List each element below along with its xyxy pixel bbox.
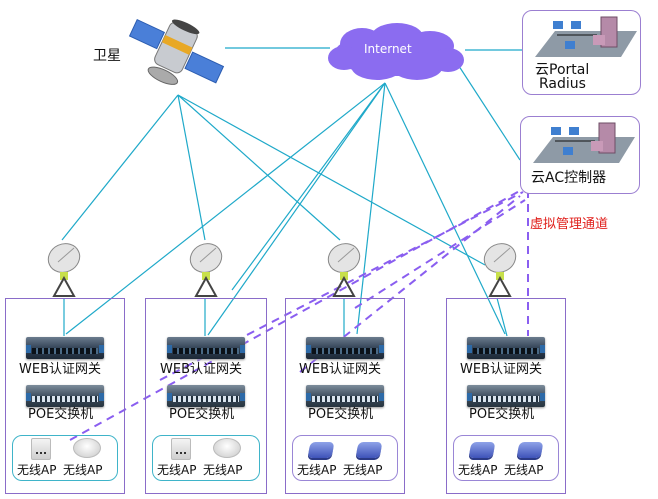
ap-group: 无线AP 无线AP bbox=[292, 435, 398, 481]
wireless-ap-label: 无线AP bbox=[297, 463, 337, 477]
poe-switch-icon bbox=[167, 385, 245, 407]
radius-label: Radius bbox=[539, 76, 586, 92]
wireless-ap-label: 无线AP bbox=[203, 463, 243, 477]
web-gateway-label: WEB认证网关 bbox=[460, 362, 542, 377]
poe-switch-label: POE交换机 bbox=[469, 407, 535, 422]
web-gateway-icon bbox=[467, 337, 545, 359]
network-lan-icon bbox=[533, 122, 635, 163]
internet-cloud: Internet bbox=[322, 22, 467, 84]
web-gateway-label: WEB认证网关 bbox=[160, 362, 242, 377]
link-sat-dish3 bbox=[177, 94, 341, 241]
link-internet-gw4 bbox=[384, 82, 506, 335]
web-gateway-label: WEB认证网关 bbox=[19, 362, 101, 377]
web-gateway-icon bbox=[306, 337, 384, 359]
ap-group: 无线AP 无线AP bbox=[152, 435, 260, 481]
wireless-ap-icon bbox=[468, 442, 496, 458]
web-gateway-icon bbox=[167, 337, 245, 359]
wireless-ap-label: 无线AP bbox=[504, 463, 544, 477]
virtual-link-4 bbox=[354, 199, 526, 309]
wireless-ap-icon bbox=[307, 442, 335, 458]
web-gateway-icon bbox=[26, 337, 104, 359]
satellite-dish-icon bbox=[44, 238, 84, 298]
wireless-ap-icon bbox=[171, 438, 191, 460]
cloud-icon bbox=[328, 23, 464, 80]
link-sat-dish4 bbox=[177, 94, 486, 266]
wireless-ap-icon bbox=[516, 442, 544, 458]
link-internet-ac bbox=[454, 59, 521, 161]
satellite bbox=[118, 14, 228, 94]
link-internet-gw2 bbox=[207, 82, 386, 336]
satellite-icon bbox=[128, 18, 225, 85]
portal-label: 云Portal bbox=[535, 62, 590, 78]
satellite-dish-icon bbox=[480, 238, 520, 298]
link-internet-sub bbox=[231, 82, 386, 291]
wireless-ap-label: 无线AP bbox=[458, 463, 498, 477]
link-sat-dish1 bbox=[61, 94, 179, 241]
virtual-channel-label: 虚拟管理通道 bbox=[530, 217, 609, 232]
internet-label: Internet bbox=[364, 42, 412, 56]
poe-switch-icon bbox=[306, 385, 384, 407]
link-sat-dish2 bbox=[177, 94, 206, 241]
poe-switch-label: POE交换机 bbox=[169, 407, 235, 422]
satellite-dish-icon bbox=[324, 238, 364, 298]
poe-switch-label: POE交换机 bbox=[28, 407, 94, 422]
wireless-ap-icon bbox=[31, 438, 51, 460]
wireless-ap-icon bbox=[355, 442, 383, 458]
wireless-ap-label: 无线AP bbox=[17, 463, 57, 477]
wireless-ap-label: 无线AP bbox=[157, 463, 197, 477]
poe-switch-label: POE交换机 bbox=[308, 407, 374, 422]
link-dish4-gw4 bbox=[496, 297, 508, 337]
ac-controller-label: 云AC控制器 bbox=[531, 170, 607, 186]
web-gateway-label: WEB认证网关 bbox=[299, 362, 381, 377]
wireless-ap-icon bbox=[73, 438, 101, 458]
ap-group: 无线AP 无线AP bbox=[12, 435, 118, 481]
satellite-label: 卫星 bbox=[93, 48, 121, 64]
link-internet-gw3 bbox=[356, 82, 386, 335]
link-internet-gw1 bbox=[65, 82, 386, 335]
virtual-link-2 bbox=[159, 191, 524, 381]
ac-controller: 云AC控制器 bbox=[520, 116, 640, 194]
satellite-dish-icon bbox=[186, 238, 226, 298]
wireless-ap-icon bbox=[213, 438, 241, 458]
branch-site: WEB认证网关 POE交换机 无线AP 无线AP bbox=[285, 298, 405, 494]
wireless-ap-label: 无线AP bbox=[63, 463, 103, 477]
branch-site: WEB认证网关 POE交换机 无线AP 无线AP bbox=[5, 298, 125, 494]
poe-switch-icon bbox=[26, 385, 104, 407]
ap-group: 无线AP 无线AP bbox=[453, 435, 559, 481]
network-lan-icon bbox=[535, 16, 637, 57]
branch-site: WEB认证网关 POE交换机 无线AP 无线AP bbox=[145, 298, 267, 494]
poe-switch-icon bbox=[467, 385, 545, 407]
portal-radius-server: 云Portal Radius bbox=[522, 10, 641, 95]
branch-site: WEB认证网关 POE交换机 无线AP 无线AP bbox=[446, 298, 566, 494]
wireless-ap-label: 无线AP bbox=[343, 463, 383, 477]
